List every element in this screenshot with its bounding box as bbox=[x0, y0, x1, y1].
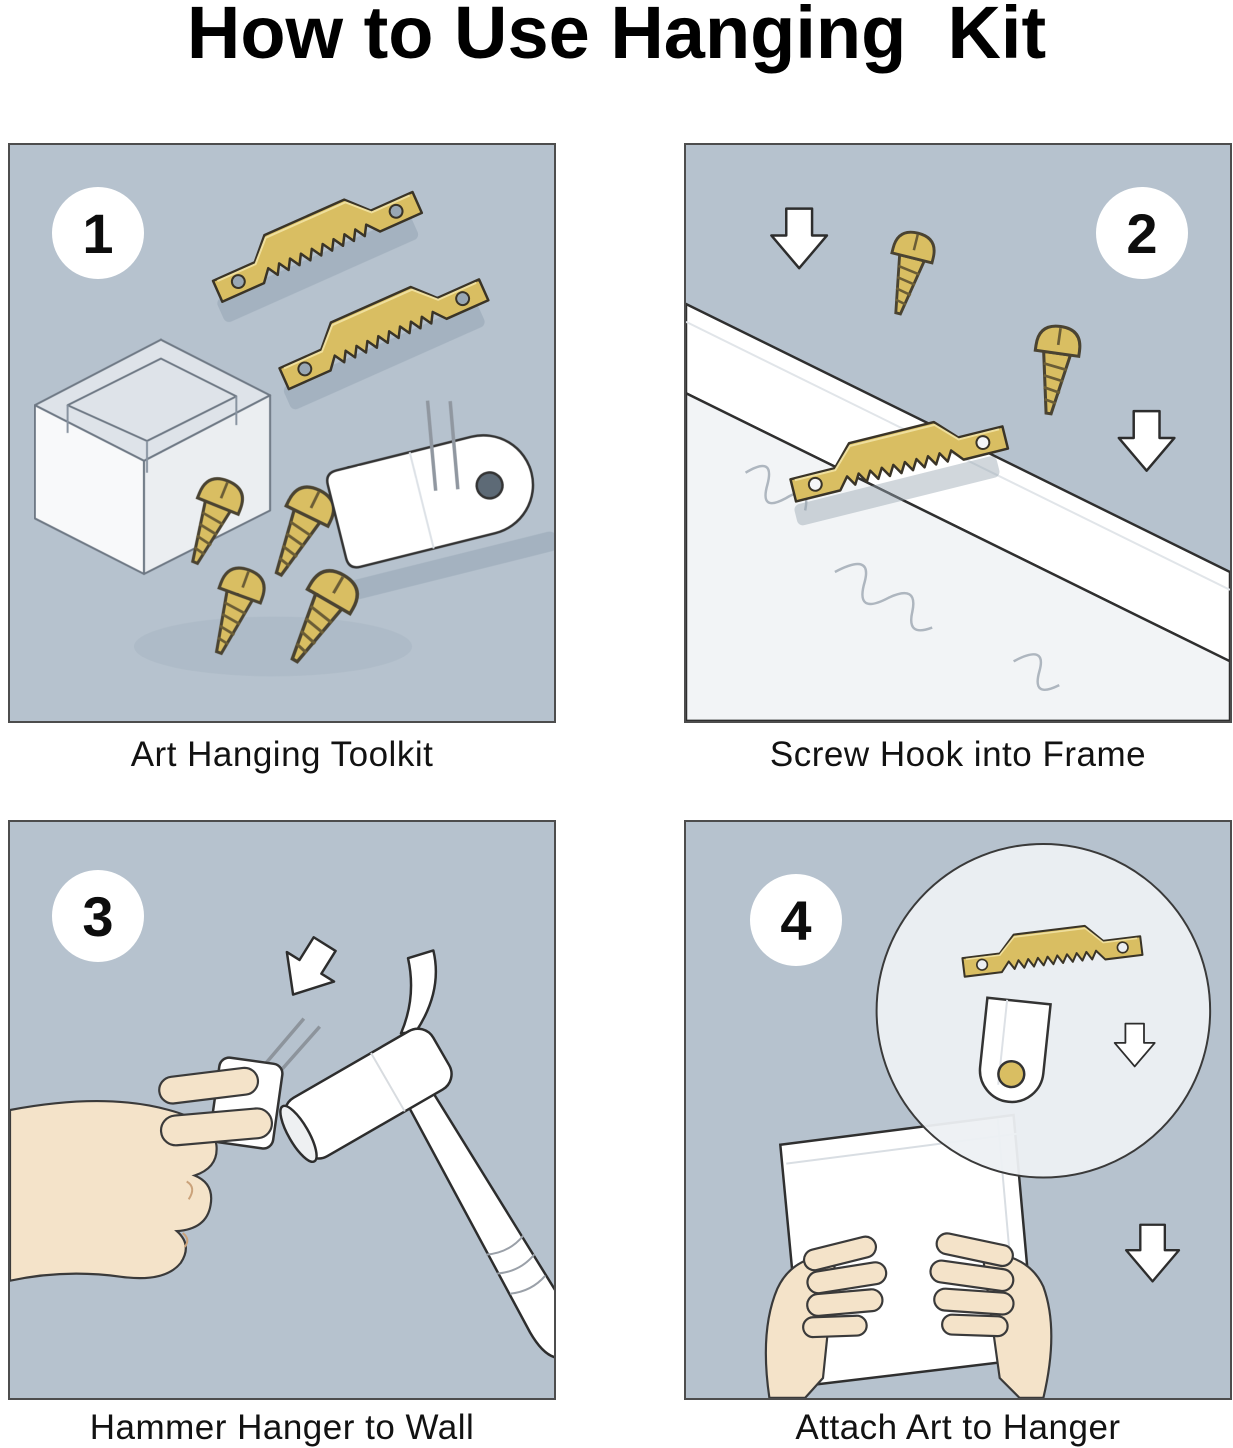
hammer-handle bbox=[404, 1086, 554, 1360]
step-1-panel: 1 bbox=[8, 143, 556, 723]
step-4-panel: 4 bbox=[684, 820, 1232, 1400]
step-caption: Screw Hook into Frame bbox=[769, 735, 1147, 774]
down-arrow-icon bbox=[285, 936, 337, 996]
screw bbox=[274, 485, 336, 578]
down-arrow-icon bbox=[770, 207, 829, 270]
screw bbox=[890, 230, 936, 316]
step-number: 1 bbox=[82, 201, 114, 265]
step-number-badge: 1 bbox=[52, 187, 144, 279]
step-number: 2 bbox=[1126, 201, 1158, 265]
page-title: How to Use Hanging Kit bbox=[186, 0, 1047, 74]
step-number-badge: 4 bbox=[750, 874, 842, 966]
hammer-claw bbox=[399, 949, 438, 1035]
hammer bbox=[279, 949, 554, 1360]
screw bbox=[1033, 324, 1082, 416]
step-number-badge: 3 bbox=[52, 870, 144, 962]
down-arrow-icon bbox=[1117, 409, 1176, 472]
step-3: 3 Hammer Hanger to Wall bbox=[8, 820, 556, 1448]
step-4: 4 Attach Art to Hanger bbox=[684, 820, 1232, 1448]
left-hand bbox=[764, 1235, 888, 1398]
wall-hook bbox=[978, 996, 1052, 1104]
panel-1-illustration bbox=[33, 190, 554, 677]
hand bbox=[10, 1066, 274, 1282]
magnifier-circle bbox=[875, 842, 1212, 1179]
down-arrow-icon bbox=[1113, 1022, 1156, 1068]
step-1: 1 Art Hanging Toolkit bbox=[8, 143, 556, 820]
sawtooth-hanger bbox=[211, 190, 424, 303]
step-number: 3 bbox=[82, 884, 114, 948]
shadows bbox=[134, 215, 554, 677]
sawtooth-hanger bbox=[789, 420, 1010, 503]
screw bbox=[190, 477, 244, 566]
panel-grid: 1 Art Hanging Toolkit bbox=[8, 143, 1232, 1448]
panel-3-illustration bbox=[10, 936, 554, 1360]
sawtooth-hanger bbox=[961, 924, 1144, 978]
step-2-panel: 2 bbox=[684, 143, 1232, 723]
step-caption: Art Hanging Toolkit bbox=[130, 735, 434, 774]
hammer-face bbox=[279, 1104, 318, 1164]
screw bbox=[290, 569, 359, 664]
plastic-case bbox=[33, 338, 272, 575]
knuckle-creases bbox=[182, 1180, 194, 1248]
step-caption: Hammer Hanger to Wall bbox=[89, 1408, 475, 1447]
picture-frame bbox=[686, 302, 1230, 721]
panel-2-illustration bbox=[686, 207, 1230, 721]
step-number-badge: 2 bbox=[1096, 187, 1188, 279]
sawtooth-hanger bbox=[278, 278, 490, 391]
step-2: 2 Screw Hook into Frame bbox=[684, 143, 1232, 820]
step-caption: Attach Art to Hanger bbox=[795, 1408, 1121, 1447]
step-number: 4 bbox=[780, 888, 812, 952]
down-arrow-icon bbox=[1124, 1223, 1181, 1283]
right-hand bbox=[929, 1232, 1053, 1398]
screw bbox=[214, 566, 266, 656]
hanger-shadow bbox=[794, 456, 1000, 526]
wall-hook bbox=[326, 400, 535, 569]
step-3-panel: 3 bbox=[8, 820, 556, 1400]
panel-4-illustration bbox=[764, 842, 1212, 1398]
